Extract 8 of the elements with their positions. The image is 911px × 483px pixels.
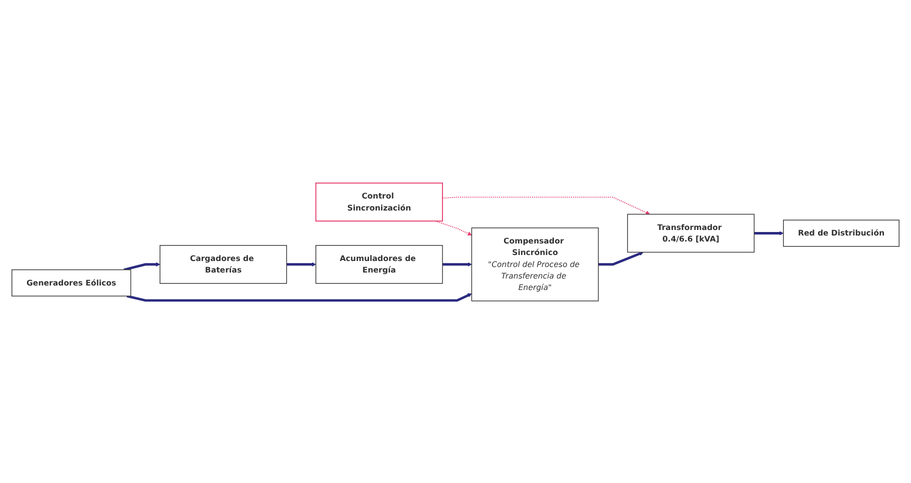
arrow — [124, 262, 160, 270]
arrow — [754, 230, 784, 235]
arrow — [598, 251, 644, 266]
arrow — [434, 220, 472, 235]
arrow — [442, 262, 472, 266]
arrow — [442, 196, 650, 214]
arrow — [126, 292, 472, 302]
arrow — [286, 262, 316, 266]
